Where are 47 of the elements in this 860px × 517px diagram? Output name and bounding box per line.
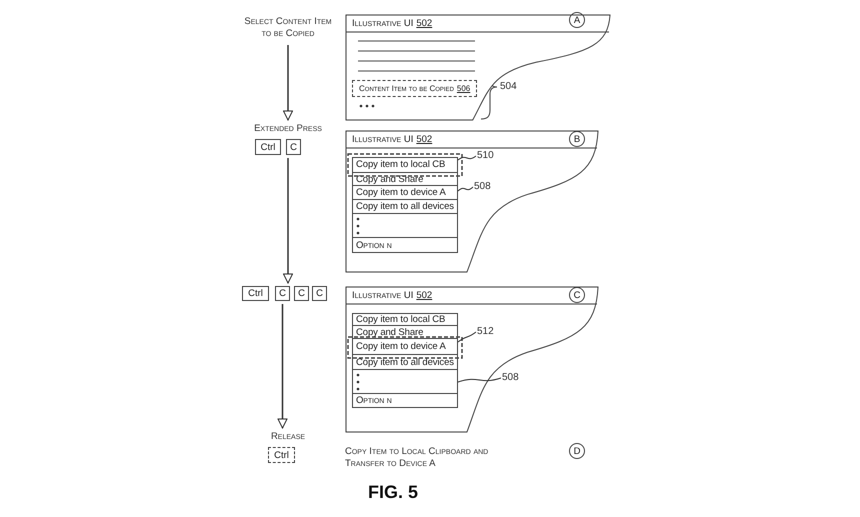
- key-cap: C: [286, 139, 301, 155]
- reference-numeral: 508: [502, 372, 522, 384]
- result-text: Copy Item to Local Clipboard and Transfer to Device A: [345, 446, 490, 470]
- menu-item: Copy and Share: [352, 326, 458, 339]
- reference-numeral: 510: [477, 150, 497, 162]
- step-label: Extended Press: [236, 123, 340, 135]
- menu-item: Copy item to device A: [352, 339, 458, 355]
- reference-numeral: 502: [416, 18, 432, 29]
- menu-item: Copy item to device A: [352, 186, 458, 200]
- menu-list: [352, 157, 458, 253]
- window-title: Illustrative UI: [352, 134, 414, 145]
- down-arrow: [283, 158, 293, 284]
- window-title: Illustrative UI: [352, 290, 414, 301]
- key-cap: Ctrl: [255, 139, 281, 155]
- window-title: Illustrative UI: [352, 18, 414, 29]
- figure-caption: FIG. 5: [366, 482, 419, 503]
- reference-numeral: 508: [474, 181, 494, 193]
- key-cap: Ctrl: [268, 447, 295, 463]
- key-cap: C: [312, 286, 327, 301]
- down-arrow: [278, 304, 288, 428]
- reference-numeral: 504: [500, 81, 518, 93]
- menu-item: Copy and Share: [352, 173, 458, 186]
- leader-line: [458, 378, 502, 382]
- leader-line: [458, 186, 474, 192]
- step-label: Select Content Item to be Copied: [243, 14, 333, 42]
- reference-numeral: 502: [416, 134, 432, 145]
- leader-line: [458, 332, 476, 342]
- menu-list: [352, 313, 458, 408]
- reference-numeral: 506: [456, 84, 470, 93]
- key-cap: C: [275, 286, 290, 301]
- content-item-label: Content Item to be Copied: [359, 84, 454, 93]
- menu-item: Copy item to local CB: [352, 157, 458, 173]
- step-marker: D: [569, 443, 585, 459]
- reference-numeral: 502: [416, 290, 432, 301]
- content-item: [352, 80, 477, 97]
- key-cap: C: [294, 286, 309, 301]
- menu-item: Copy item to local CB: [352, 313, 458, 326]
- step-marker: A: [569, 12, 585, 28]
- key-cap: Ctrl: [242, 286, 269, 301]
- menu-item: Option n: [352, 238, 458, 253]
- reference-numeral: 512: [477, 326, 497, 338]
- step-label: Release: [262, 431, 314, 443]
- down-arrow: [283, 45, 293, 120]
- leader-line: [458, 156, 476, 160]
- menu-item: Option n: [352, 394, 458, 408]
- menu-item: Copy item to all devices: [352, 200, 458, 214]
- menu-item: Copy item to all devices: [352, 355, 458, 370]
